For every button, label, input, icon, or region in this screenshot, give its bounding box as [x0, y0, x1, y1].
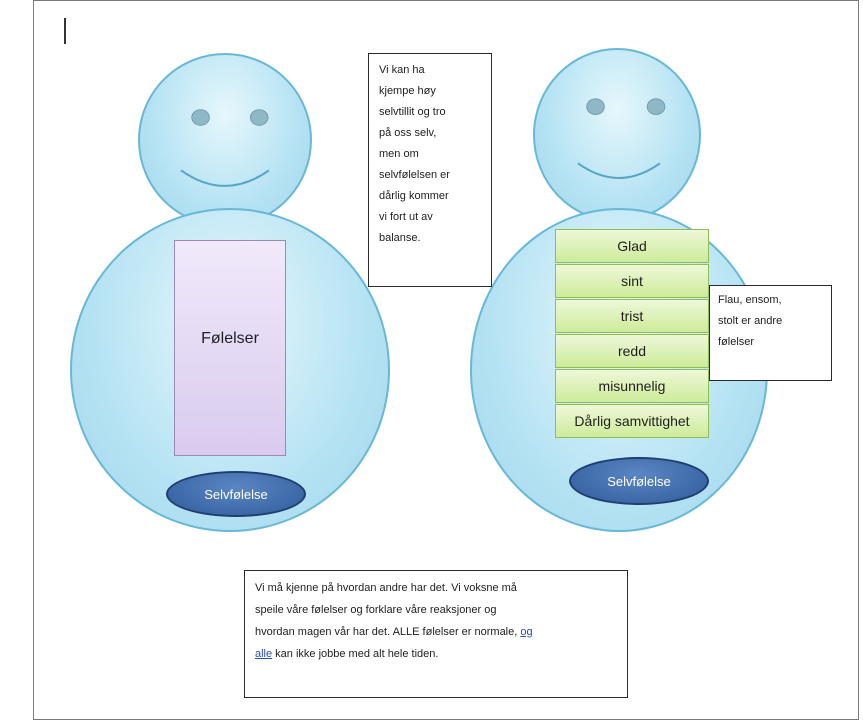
textbox-line: balanse.	[379, 232, 421, 244]
self-confidence-textbox[interactable]: Vi kan ha kjempe høy selvtillit og tro p…	[368, 53, 492, 287]
left-head	[138, 53, 312, 227]
text-cursor	[64, 18, 66, 44]
textbox-line: på oss selv,	[379, 127, 437, 139]
left-self-esteem-label: Selvfølelse	[204, 486, 268, 502]
bottom-note-textbox[interactable]: Vi må kjenne på hvordan andre har det. V…	[244, 570, 628, 698]
emotion-item: Dårlig samvittighet	[555, 404, 709, 438]
textbox-line: stolt er andre	[718, 315, 783, 327]
textbox-line: Vi kan ha	[379, 64, 425, 76]
emotion-item: misunnelig	[555, 369, 709, 403]
right-self-esteem-label: Selvfølelse	[607, 473, 671, 489]
spellcheck-word[interactable]: alle	[255, 648, 273, 660]
left-face-icon	[180, 109, 270, 187]
textbox-line: men om	[379, 148, 419, 160]
textbox-line: selvfølelsen er	[379, 169, 450, 181]
other-feelings-textbox[interactable]: Flau, ensom, stolt er andre følelser	[709, 285, 832, 381]
textbox-line: vi fort ut av	[379, 211, 433, 223]
feelings-box: Følelser	[174, 240, 286, 456]
spellcheck-word[interactable]: og	[520, 626, 533, 638]
left-self-esteem-oval: Selvfølelse	[166, 471, 306, 517]
emotion-list: Glad sint trist redd misunnelig Dårlig s…	[555, 229, 709, 439]
feelings-label: Følelser	[201, 330, 259, 347]
right-face-icon	[577, 98, 666, 179]
textbox-line: Flau, ensom,	[718, 294, 782, 306]
textbox-line: kjempe høy	[379, 85, 436, 97]
textbox-text: kan ikke jobbe med alt hele tiden.	[272, 648, 439, 660]
right-self-esteem-oval: Selvfølelse	[569, 457, 709, 505]
textbox-line: dårlig kommer	[379, 190, 449, 202]
textbox-line: speile våre følelser og forklare våre re…	[255, 604, 497, 616]
textbox-line: Vi må kjenne på hvordan andre har det. V…	[255, 582, 517, 594]
textbox-text: hvordan magen vår har det. ALLE følelser…	[255, 626, 521, 638]
textbox-line: hvordan magen vår har det. ALLE følelser…	[255, 621, 617, 643]
right-head	[533, 48, 701, 222]
textbox-line: følelser	[718, 336, 755, 348]
emotion-item: Glad	[555, 229, 709, 263]
textbox-line: selvtillit og tro	[379, 106, 446, 118]
textbox-line: alle kan ikke jobbe med alt hele tiden.	[255, 643, 617, 665]
emotion-item: trist	[555, 299, 709, 333]
emotion-item: sint	[555, 264, 709, 298]
emotion-item: redd	[555, 334, 709, 368]
